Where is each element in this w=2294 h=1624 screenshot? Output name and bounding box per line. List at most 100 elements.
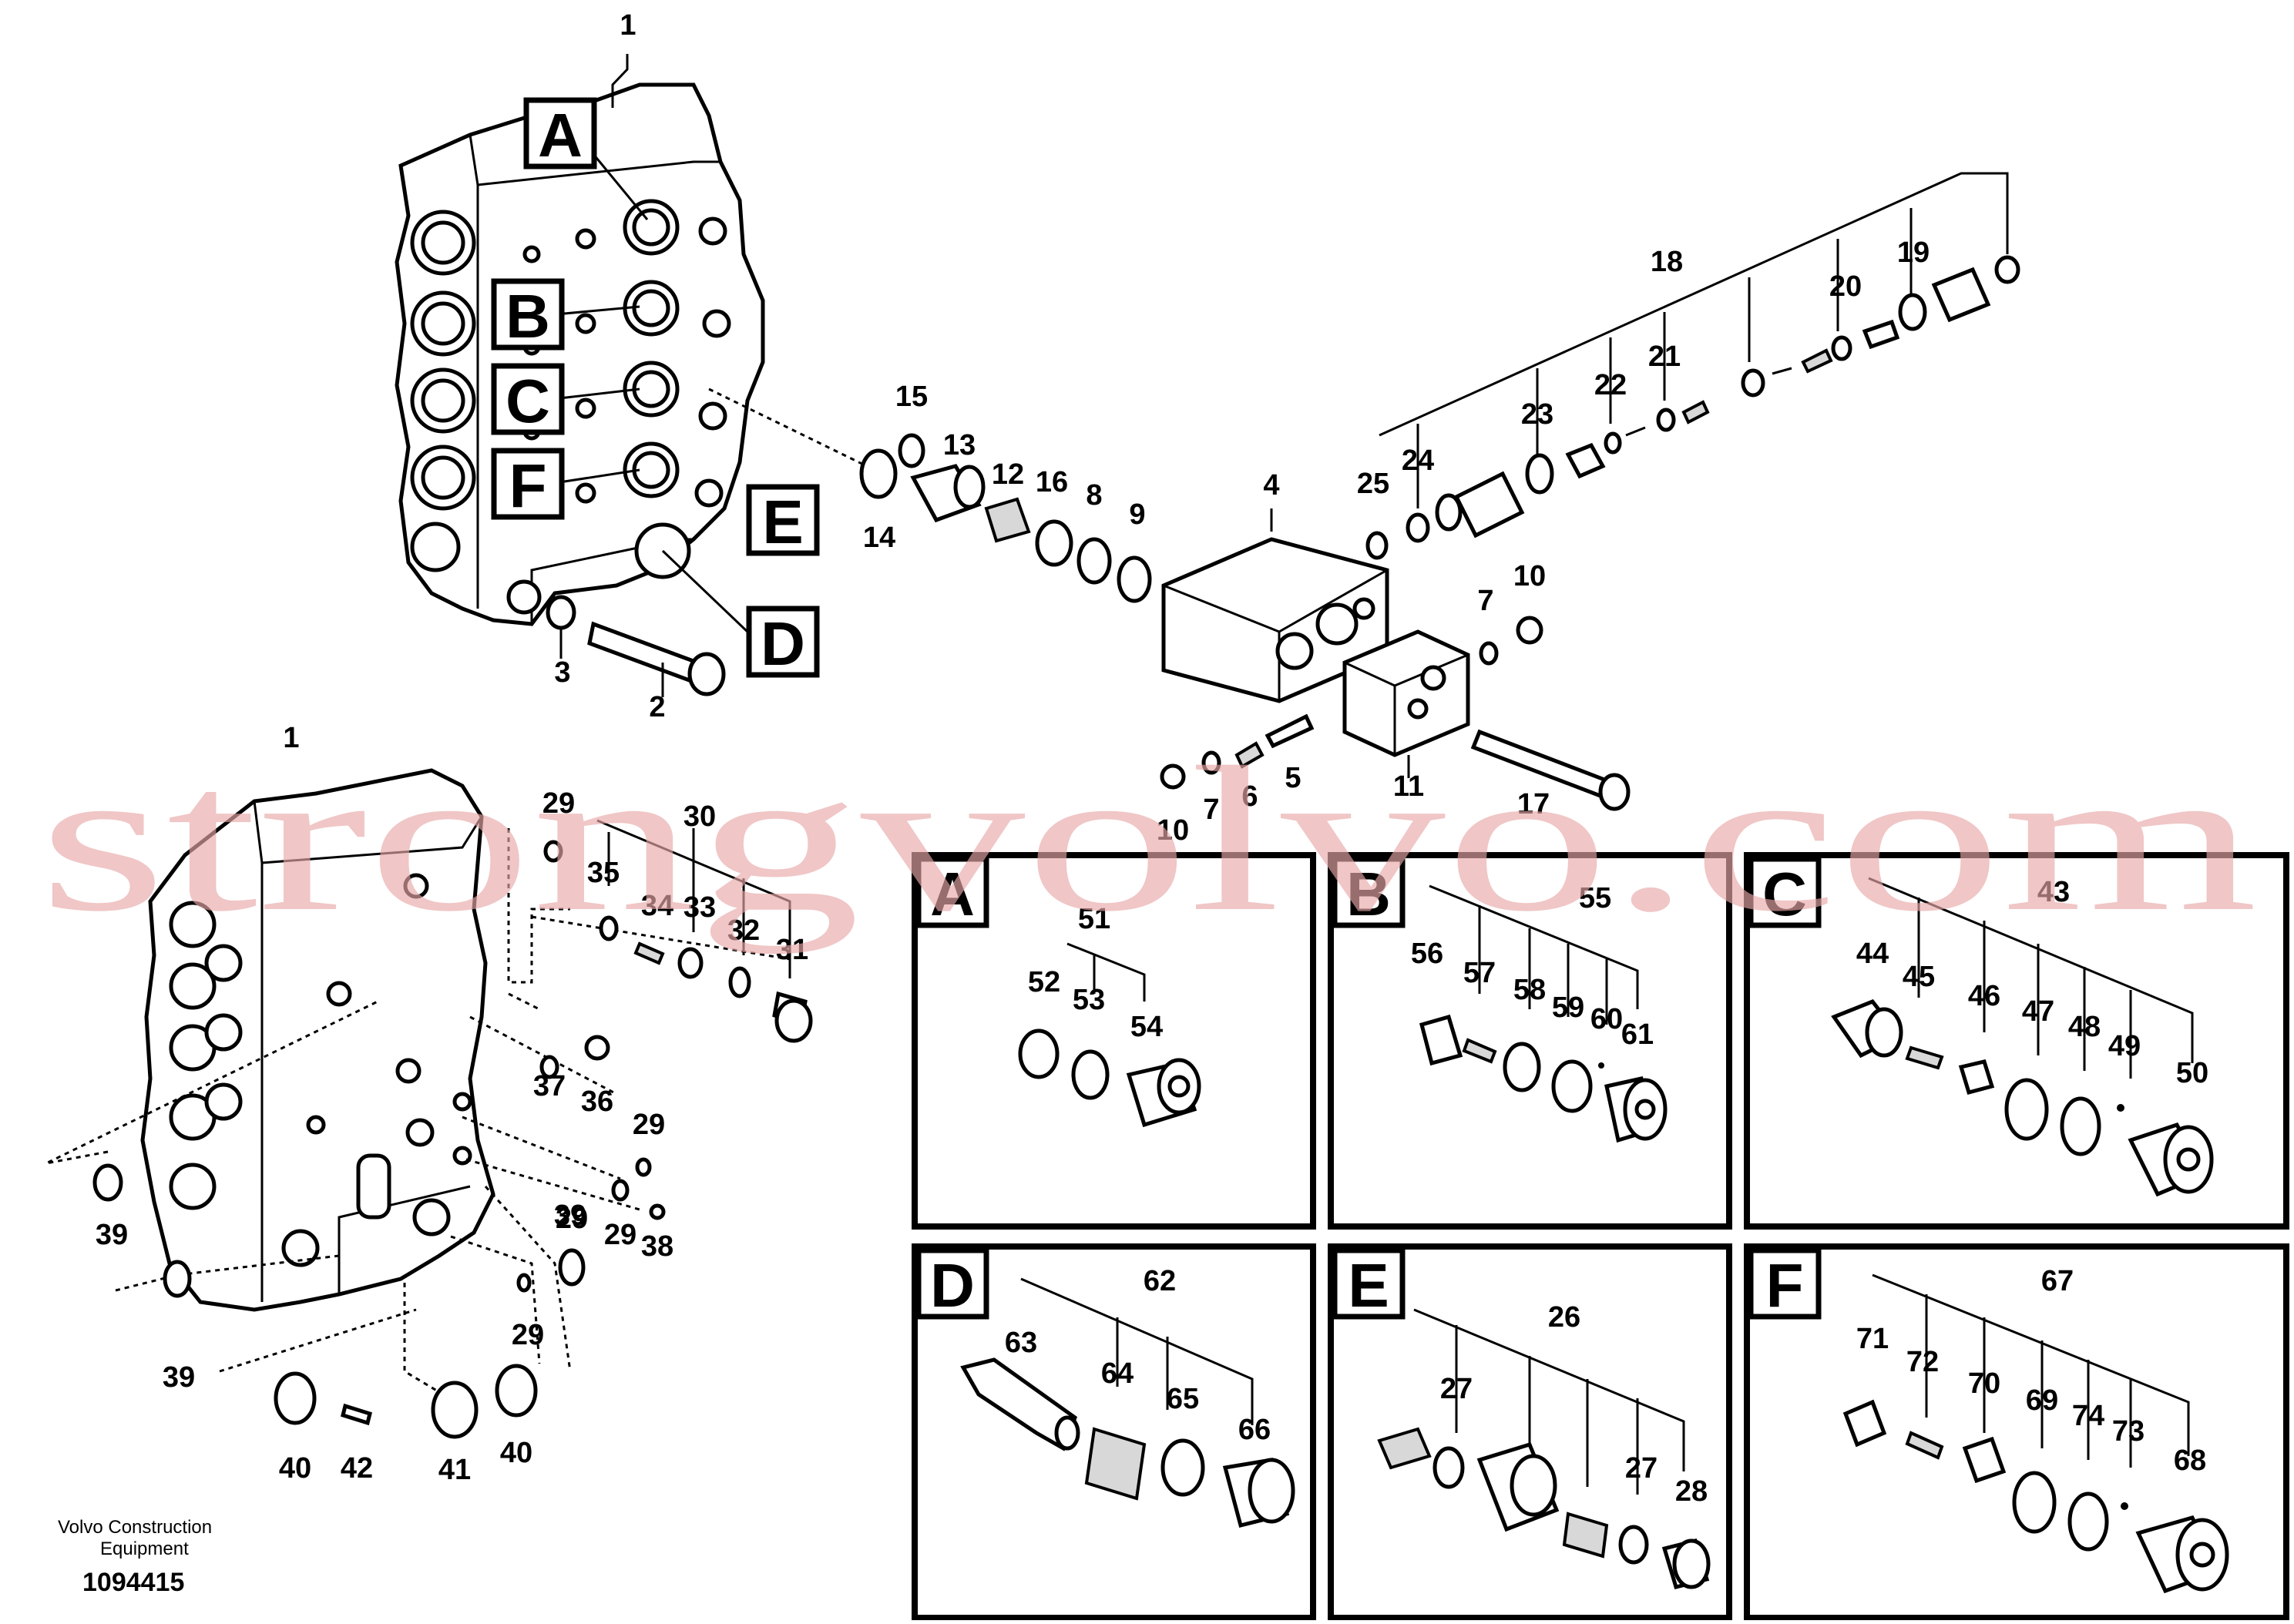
- callout-number: 29: [512, 1319, 544, 1351]
- panel-D-callout: 62: [1144, 1265, 1176, 1297]
- callout-number: 10: [1513, 560, 1546, 592]
- panel-A-callout: 54: [1130, 1011, 1163, 1043]
- panel-A-callout: 51: [1078, 903, 1110, 935]
- panel-E-label: E: [1348, 1251, 1389, 1320]
- callout-number: 9: [1129, 498, 1145, 531]
- callout-number: 10: [1157, 814, 1189, 847]
- callout-number: 4: [1263, 469, 1279, 502]
- callout-number: 33: [683, 891, 716, 924]
- callout-number: 22: [1594, 369, 1627, 401]
- callout-number: 1: [620, 9, 636, 42]
- panel-B-callout: 60: [1590, 1003, 1623, 1035]
- panel-D-label: D: [930, 1251, 975, 1320]
- callout-number: 6: [1241, 780, 1258, 813]
- panel-F-callout: 71: [1856, 1323, 1889, 1355]
- callout-number: 29: [556, 1203, 588, 1235]
- panel-A-callout: 53: [1073, 984, 1105, 1016]
- callout-number: 29: [604, 1219, 636, 1251]
- callout-number: 42: [341, 1452, 373, 1485]
- panel-D-parts: [960, 1277, 1295, 1528]
- callout-number: 5: [1285, 762, 1301, 794]
- panel-B-callout: 57: [1463, 957, 1496, 989]
- callout-number: 35: [587, 857, 620, 889]
- callout-number: 37: [533, 1070, 566, 1102]
- callout-number: 2: [649, 691, 665, 723]
- panel-C-parts: [1831, 877, 2214, 1197]
- bolt-2: [587, 621, 726, 696]
- lower-flow-lines: [45, 828, 791, 1396]
- panel-F-callout: 69: [2026, 1384, 2058, 1417]
- body-tag-label: F: [509, 451, 547, 520]
- callout-number: 40: [279, 1452, 311, 1485]
- panel-F-callout: 73: [2112, 1415, 2145, 1448]
- panel-E-callout: 28: [1675, 1475, 1708, 1508]
- panel-C-callout: 49: [2108, 1030, 2141, 1062]
- panel-B-callout: 56: [1411, 938, 1443, 970]
- panel-E-callout: 26: [1548, 1301, 1580, 1334]
- panel-B-callout: 55: [1579, 882, 1611, 914]
- panel-B-callout: 61: [1621, 1018, 1654, 1051]
- panel-C-callout: 48: [2068, 1011, 2101, 1043]
- callout-number: 40: [500, 1437, 532, 1469]
- callout-number: 38: [641, 1230, 673, 1263]
- panel-B-parts: [1419, 884, 1668, 1143]
- panel-B-label: B: [1346, 860, 1391, 928]
- callout-number: 39: [163, 1361, 195, 1394]
- panel-D-callout: 64: [1101, 1357, 1134, 1390]
- callout-number: 39: [96, 1219, 128, 1251]
- panel-A-callout: 52: [1028, 966, 1060, 998]
- panel-C-callout: 47: [2022, 995, 2054, 1028]
- parts-5-6-7-10: [1160, 616, 1543, 790]
- panel-E-callout: 27: [1625, 1452, 1658, 1485]
- callout-number: 24: [1402, 445, 1434, 477]
- panel-D-callout: 65: [1167, 1383, 1199, 1415]
- panel-C-callout: 44: [1856, 938, 1889, 970]
- panel-F-callout: 70: [1968, 1367, 2000, 1400]
- flow-line: [708, 388, 875, 471]
- panel-F-callout: 74: [2072, 1400, 2104, 1432]
- panel-F-callout: 68: [2174, 1444, 2206, 1477]
- callout-number: 12: [992, 458, 1024, 491]
- panel-C-callout: 46: [1968, 980, 2000, 1012]
- panel-C-callout: 43: [2037, 876, 2070, 908]
- callout-number: 3: [554, 656, 570, 689]
- callout-number: 11: [1393, 770, 1424, 803]
- body-tags: [491, 97, 820, 678]
- panel-C-label: C: [1762, 860, 1807, 928]
- callout-number: 19: [1897, 237, 1930, 269]
- callout-number: 7: [1477, 585, 1493, 617]
- panel-F-callout: 72: [1906, 1346, 1939, 1378]
- panel-F-label: F: [1766, 1251, 1804, 1320]
- detail-panels: [912, 852, 2289, 1621]
- body-tag-label: B: [505, 282, 550, 351]
- panel-A-parts: [1018, 942, 1201, 1128]
- callout-number: 17: [1517, 788, 1550, 820]
- panel-C-callout: 45: [1903, 961, 1935, 993]
- callout-number: 16: [1036, 466, 1068, 498]
- body-tag-label: C: [505, 367, 550, 435]
- relief-valve-stack: [1365, 255, 2020, 560]
- callout-number: 39: [554, 1200, 586, 1232]
- document-number: 1094415: [82, 1568, 184, 1597]
- callout-number: 8: [1086, 479, 1102, 512]
- callout-number: 31: [776, 934, 808, 966]
- brand-line-2: Equipment: [100, 1538, 189, 1559]
- cover-block-4: [1161, 537, 1389, 703]
- callout-number: 30: [683, 800, 716, 833]
- panel-C-callout: 50: [2176, 1057, 2208, 1089]
- panel-E-callout: 27: [1440, 1373, 1473, 1405]
- body-tag-label: A: [538, 101, 583, 169]
- callout-number: 25: [1357, 468, 1389, 500]
- callout-number: 36: [581, 1085, 613, 1118]
- block-11: [1342, 629, 1470, 757]
- panel-D-callout: 63: [1005, 1327, 1037, 1359]
- callout-number: 23: [1521, 398, 1553, 431]
- panel-B-callout: 58: [1513, 974, 1546, 1006]
- lower-small-parts: [92, 840, 813, 1439]
- brand-line-1: Volvo Construction: [58, 1517, 212, 1538]
- upper-valve-body: [395, 82, 765, 626]
- callout-number: 15: [895, 381, 928, 413]
